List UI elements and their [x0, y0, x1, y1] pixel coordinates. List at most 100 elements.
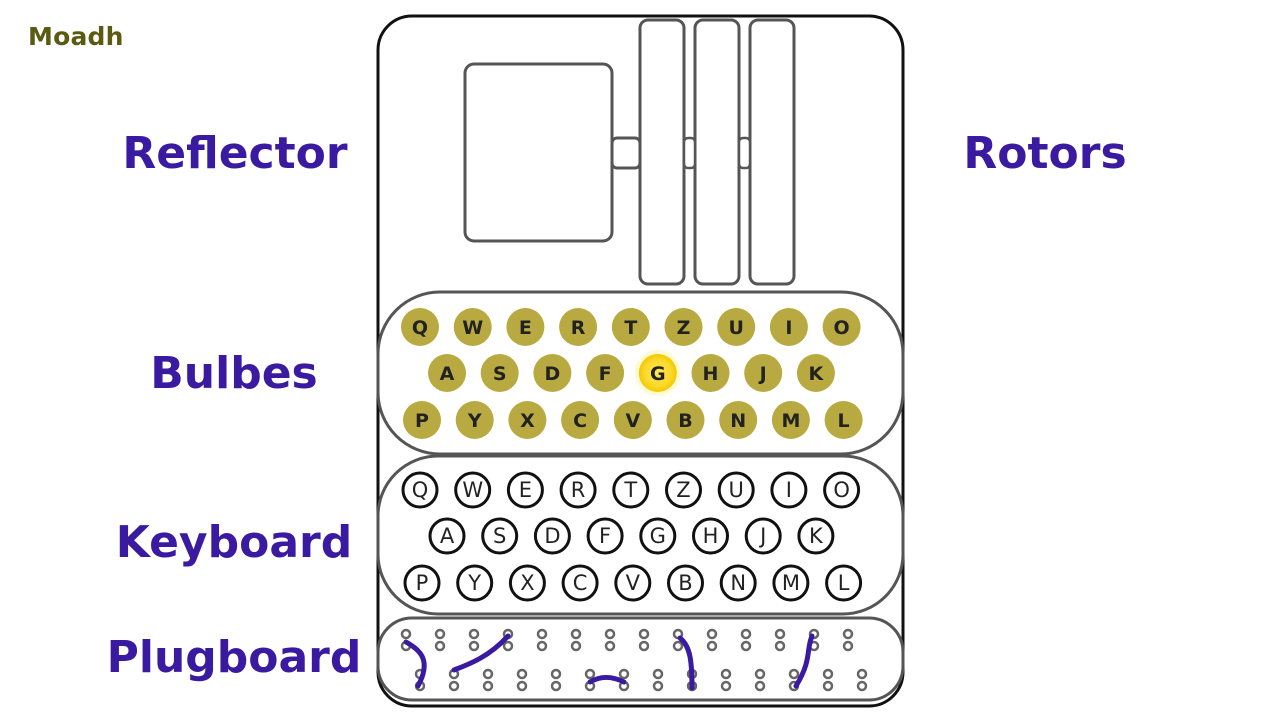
- plug-socket[interactable]: [720, 680, 732, 692]
- plug-socket[interactable]: [822, 680, 834, 692]
- bulb-label: H: [703, 363, 719, 385]
- key-label: H: [703, 524, 719, 548]
- key-n[interactable]: [719, 564, 757, 602]
- bulb-label: J: [758, 363, 767, 385]
- plug-cable: [793, 633, 815, 689]
- plug-socket[interactable]: [536, 640, 548, 652]
- plug-socket[interactable]: [618, 668, 630, 680]
- key-j[interactable]: [744, 517, 782, 555]
- key-f[interactable]: [586, 517, 624, 555]
- plug-cable: [677, 635, 695, 691]
- bulb-label: C: [573, 410, 587, 432]
- key-label: D: [544, 524, 560, 548]
- plug-socket[interactable]: [570, 628, 582, 640]
- plug-socket[interactable]: [856, 668, 868, 680]
- plug-socket[interactable]: [502, 640, 514, 652]
- key-z[interactable]: [665, 471, 702, 509]
- key-label: K: [809, 524, 824, 548]
- bulb-label: A: [440, 363, 455, 385]
- bulb-label: E: [519, 317, 532, 339]
- key-label: P: [416, 571, 429, 595]
- plug-socket[interactable]: [822, 668, 834, 680]
- plug-socket[interactable]: [672, 640, 684, 652]
- plug-cables: [403, 633, 815, 691]
- bulb-i: [769, 308, 808, 346]
- key-r[interactable]: [559, 471, 597, 509]
- key-u[interactable]: [717, 471, 755, 509]
- key-v[interactable]: [614, 564, 652, 602]
- key-k[interactable]: [797, 517, 835, 555]
- key-t[interactable]: [612, 471, 650, 509]
- plug-socket[interactable]: [774, 628, 786, 640]
- key-label: S: [493, 524, 506, 548]
- plug-socket[interactable]: [448, 680, 460, 692]
- bulb-label: M: [781, 410, 800, 432]
- key-i[interactable]: [770, 471, 808, 509]
- key-label: Z: [676, 478, 690, 502]
- plug-socket[interactable]: [550, 680, 562, 692]
- key-h[interactable]: [692, 517, 729, 555]
- key-q[interactable]: [401, 471, 439, 509]
- key-d[interactable]: [533, 517, 571, 555]
- watermark: Moadh: [28, 22, 124, 51]
- bulbs-label: Bulbes: [150, 348, 318, 399]
- plug-socket[interactable]: [754, 680, 766, 692]
- key-o[interactable]: [823, 471, 861, 509]
- key-l[interactable]: [825, 564, 863, 602]
- plug-socket[interactable]: [774, 640, 786, 652]
- key-s[interactable]: [481, 517, 519, 555]
- plug-socket[interactable]: [604, 640, 616, 652]
- plug-socket[interactable]: [584, 668, 596, 680]
- plug-socket[interactable]: [482, 680, 494, 692]
- plugboard-label: Plugboard: [106, 632, 362, 683]
- bulb-j: [744, 354, 783, 392]
- bulb-y: [455, 401, 494, 439]
- bulb-o: [822, 308, 861, 346]
- plug-socket[interactable]: [468, 640, 480, 652]
- bulb-label: Y: [467, 410, 482, 432]
- plug-socket[interactable]: [638, 640, 650, 652]
- plug-socket[interactable]: [706, 640, 718, 652]
- plug-socket[interactable]: [550, 668, 562, 680]
- plug-socket[interactable]: [842, 628, 854, 640]
- plug-socket[interactable]: [652, 680, 664, 692]
- key-y[interactable]: [456, 564, 494, 602]
- plug-socket[interactable]: [604, 628, 616, 640]
- bulb-x: [508, 401, 547, 439]
- plug-socket[interactable]: [788, 668, 800, 680]
- key-b[interactable]: [667, 564, 704, 602]
- bulb-q: [401, 308, 439, 346]
- key-c[interactable]: [561, 564, 599, 602]
- plug-socket[interactable]: [434, 628, 446, 640]
- key-g[interactable]: [639, 517, 677, 555]
- key-e[interactable]: [506, 471, 544, 509]
- bulb-l: [824, 401, 863, 439]
- plug-socket[interactable]: [400, 628, 412, 640]
- plug-socket[interactable]: [482, 668, 494, 680]
- plug-socket[interactable]: [856, 680, 868, 692]
- plug-socket[interactable]: [754, 668, 766, 680]
- key-p[interactable]: [403, 564, 441, 602]
- plug-socket[interactable]: [740, 628, 752, 640]
- key-w[interactable]: [454, 471, 492, 509]
- bulb-label: O: [834, 317, 850, 339]
- plug-socket[interactable]: [638, 628, 650, 640]
- key-label: F: [599, 524, 611, 548]
- plug-socket[interactable]: [720, 668, 732, 680]
- plug-socket[interactable]: [842, 640, 854, 652]
- plug-socket[interactable]: [652, 668, 664, 680]
- plug-socket[interactable]: [434, 640, 446, 652]
- key-x[interactable]: [508, 564, 546, 602]
- plug-socket[interactable]: [536, 628, 548, 640]
- plug-socket[interactable]: [570, 640, 582, 652]
- bulb-label: K: [809, 363, 825, 385]
- plug-socket[interactable]: [706, 628, 718, 640]
- plug-socket[interactable]: [516, 668, 528, 680]
- key-m[interactable]: [772, 564, 810, 602]
- plug-socket[interactable]: [516, 680, 528, 692]
- bulb-label: I: [785, 317, 792, 339]
- plug-socket[interactable]: [740, 640, 752, 652]
- key-a[interactable]: [428, 517, 466, 555]
- plug-socket[interactable]: [468, 628, 480, 640]
- key-label: C: [573, 571, 588, 595]
